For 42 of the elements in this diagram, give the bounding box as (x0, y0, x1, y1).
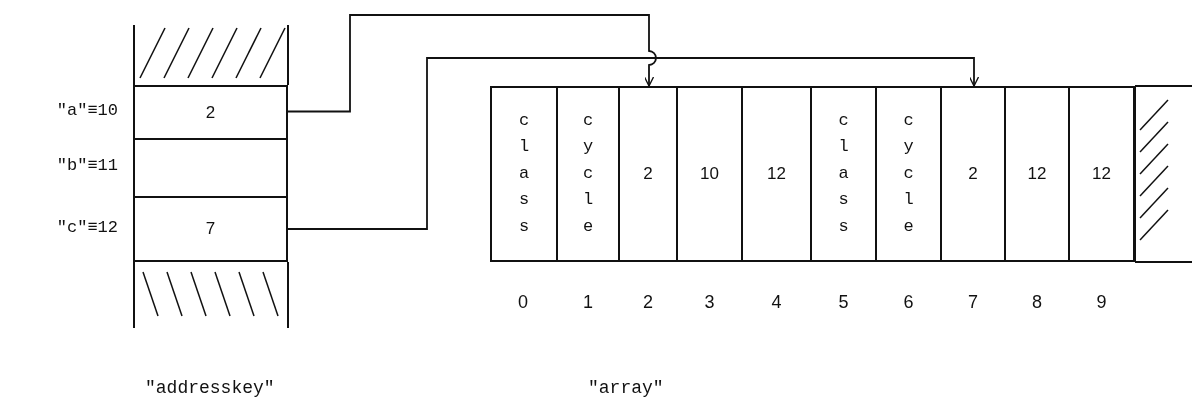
cell-value: 2 (968, 164, 978, 184)
array-index: 8 (1032, 292, 1042, 313)
array-cell (490, 86, 558, 262)
array-index: 0 (518, 292, 528, 313)
memory-cell (133, 196, 288, 262)
variable-address: "a"≡10 (56, 100, 118, 120)
array-cell (942, 86, 1006, 262)
cell-value: class (838, 110, 849, 238)
variable-address: "c"≡12 (56, 218, 118, 237)
cell-value: 10 (700, 164, 719, 184)
array-index: 2 (643, 292, 653, 313)
memory-cell (133, 85, 288, 138)
array-cell (877, 86, 942, 262)
variable-address: "b"≡11 (56, 156, 118, 175)
structure-name: "array" (588, 378, 664, 398)
array-index: 7 (968, 292, 978, 313)
cell-value: 7 (205, 219, 216, 239)
array-cell (1006, 86, 1070, 262)
array-cell (558, 86, 620, 262)
array-index: 3 (704, 292, 715, 313)
array-index: 5 (838, 292, 849, 313)
array-index: 4 (771, 292, 782, 313)
array-index: 6 (903, 292, 914, 313)
memory-cell (133, 138, 288, 196)
array-cell (1070, 86, 1135, 262)
cell-value: 12 (1027, 164, 1047, 184)
array-cell (678, 86, 743, 262)
pointer-arrow (287, 57, 980, 230)
array-index: 9 (1096, 292, 1107, 313)
array-index: 1 (583, 292, 593, 313)
cell-value: cycle (903, 110, 914, 238)
cell-value: 12 (1092, 164, 1111, 184)
array-cell (743, 86, 812, 262)
cell-value: cycle (582, 110, 594, 238)
cell-value: 2 (643, 164, 653, 184)
array-cell (620, 86, 678, 262)
array-cell (812, 86, 877, 262)
pointer-arrow (287, 14, 657, 113)
structure-name: "addresskey" (145, 378, 275, 398)
cell-value: class (518, 110, 530, 238)
cell-value: 12 (767, 164, 786, 184)
cell-value: 2 (205, 102, 216, 123)
